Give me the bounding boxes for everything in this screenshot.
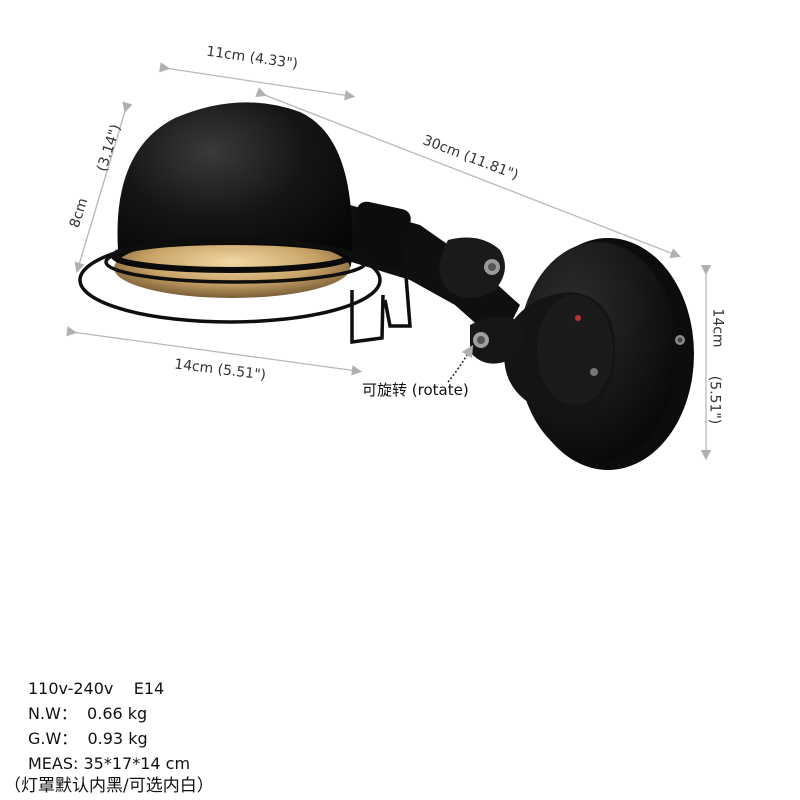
rotate-label: 可旋转 (rotate): [362, 381, 469, 399]
shade-height-line: [74, 101, 133, 273]
spec-voltage-socket: 110v-240v E14: [28, 679, 165, 698]
wire-cage: [78, 236, 412, 344]
lamp-shade: [111, 102, 353, 298]
lamp-arm: [345, 201, 524, 364]
spec-measurement: MEAS: 35*17*14 cm: [28, 754, 191, 773]
shade-color-note: （灯罩默认内黑/可选内白）: [4, 776, 214, 796]
rotate-pointer: [447, 344, 474, 383]
spec-gross-weight: G.W： 0.93 kg: [28, 729, 148, 748]
spec-net-weight: N.W： 0.66 kg: [28, 704, 148, 723]
shade-width-line: [159, 62, 356, 101]
base-height-cm-label: 14cm: [709, 308, 726, 348]
total-length-line: [255, 87, 681, 258]
base-height-in-label: (5.51"): [706, 375, 723, 425]
cage-width-line: [66, 326, 363, 376]
swivel-mount: [504, 292, 616, 414]
spec-list: 110v-240v E14 N.W： 0.66 kg G.W： 0.93 kg …: [28, 676, 190, 776]
dimension-lines: [66, 62, 712, 461]
